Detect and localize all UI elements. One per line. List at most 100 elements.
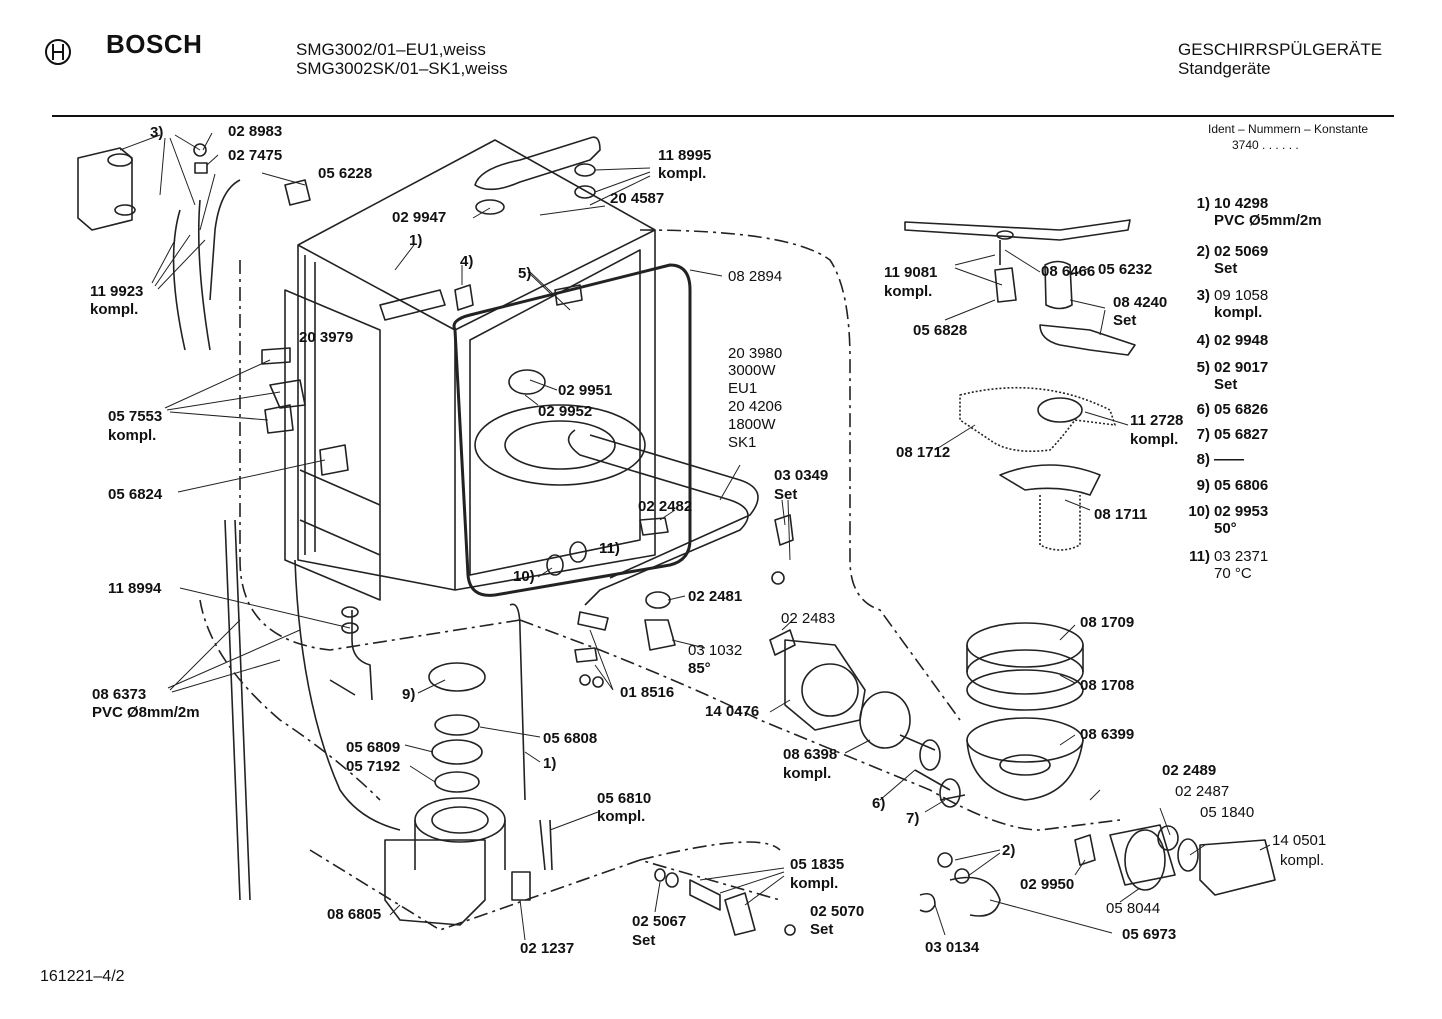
callout-118995: 11 8995	[658, 147, 712, 164]
callout-084240: 08 4240	[1113, 294, 1168, 311]
callout-056828: 05 6828	[913, 322, 968, 339]
callout-118995-kompl: kompl.	[658, 165, 707, 182]
callout-081708: 08 1708	[1080, 677, 1135, 694]
legend-sub: PVC Ø5mm/2m	[1214, 212, 1322, 229]
callout-10: 10)	[513, 568, 535, 585]
category-subtitle: Standgeräte	[1178, 59, 1271, 78]
callout-119923-kompl: kompl.	[90, 301, 139, 318]
callout-025067: 02 5067	[632, 913, 687, 930]
callout-028983: 02 8983	[228, 123, 283, 140]
callout-057192: 05 7192	[346, 758, 401, 775]
callout-018516: 01 8516	[620, 684, 675, 701]
legend-key: 1)	[1196, 195, 1210, 212]
legend-key: 5)	[1196, 359, 1210, 376]
callout-022483: 02 2483	[781, 610, 836, 627]
legend-key: 4)	[1196, 332, 1210, 349]
callout-056232: 05 6232	[1098, 261, 1153, 278]
bosch-logo-icon	[45, 39, 71, 65]
callout-029952: 02 9952	[538, 403, 593, 420]
model-line-1: SMG3002/01–EU1,weiss	[296, 40, 486, 59]
callout-4: 4)	[460, 253, 474, 270]
callout-022489: 02 2489	[1162, 762, 1217, 779]
callout-056810-kompl: kompl.	[597, 808, 646, 825]
legend-key: 6)	[1196, 401, 1210, 418]
callout-022487: 02 2487	[1175, 783, 1230, 800]
legend-value: 02 9953	[1214, 503, 1269, 520]
callout-112728-kompl: kompl.	[1130, 431, 1179, 448]
callout-7: 7)	[906, 810, 920, 827]
callout-6: 6)	[872, 795, 886, 812]
category-title: GESCHIRRSPÜLGERÄTE	[1178, 40, 1383, 59]
ident-title: Ident – Nummern – Konstante	[1208, 122, 1369, 136]
callout-030349: 03 0349	[774, 467, 829, 484]
callout-081711: 08 1711	[1094, 506, 1148, 523]
callout-3000w: 3000W	[728, 362, 776, 379]
legend-value: 02 9948	[1214, 332, 1269, 349]
callout-119923: 11 9923	[90, 283, 144, 300]
callout-056809: 05 6809	[346, 739, 401, 756]
callout-203979: 20 3979	[299, 329, 354, 346]
callout-086373: 08 6373	[92, 686, 147, 703]
header-divider	[52, 115, 1394, 117]
callout-203980: 20 3980	[728, 345, 783, 362]
callout-081712: 08 1712	[896, 444, 951, 461]
callout-057553: 05 7553	[108, 408, 163, 425]
callout-1800w: 1800W	[728, 416, 776, 433]
callout-030134: 03 0134	[925, 939, 980, 956]
legend-sub: Set	[1214, 376, 1238, 393]
legend-value: 03 2371	[1214, 548, 1269, 565]
legend-value: 02 9017	[1214, 359, 1269, 376]
callout-029950: 02 9950	[1020, 876, 1075, 893]
callout-1: 1)	[409, 232, 423, 249]
legend-sub: 70 °C	[1214, 565, 1252, 582]
callout-086398: 08 6398	[783, 746, 838, 763]
callout-140476: 14 0476	[705, 703, 760, 720]
legend-item-10: 10)02 9953 50°	[1115, 503, 1315, 537]
callout-056810: 05 6810	[597, 790, 652, 807]
brand-name: BOSCH	[106, 29, 203, 59]
callout-051835: 05 1835	[790, 856, 845, 873]
callout-086398-kompl: kompl.	[783, 765, 832, 782]
legend-sub: 50°	[1214, 520, 1237, 537]
callout-086805: 08 6805	[327, 906, 382, 923]
callout-081709: 08 1709	[1080, 614, 1135, 631]
legend-value: 05 6827	[1214, 426, 1269, 443]
legend-item-8: 8)——	[1115, 451, 1315, 468]
callout-029947: 02 9947	[392, 209, 447, 226]
callout-025070-set: Set	[810, 921, 834, 938]
callout-056973: 05 6973	[1122, 926, 1177, 943]
callout-086373-pvc: PVC Ø8mm/2m	[92, 704, 200, 721]
callout-3: 3)	[150, 124, 164, 141]
callout-031032: 03 1032	[688, 642, 743, 659]
legend-item-3: 3)09 1058 kompl.	[1115, 287, 1315, 321]
callout-9: 9)	[402, 686, 416, 703]
legend-value: 10 4298	[1214, 195, 1269, 212]
model-line-2: SMG3002SK/01–SK1,weiss	[296, 59, 508, 78]
callout-sk1: SK1	[728, 434, 757, 451]
legend-value: 05 6826	[1214, 401, 1269, 418]
callout-086399: 08 6399	[1080, 726, 1135, 743]
legend-key: 8)	[1196, 451, 1210, 468]
callout-056824: 05 6824	[108, 486, 163, 503]
callout-022481: 02 2481	[688, 588, 743, 605]
legend-item-7: 7)05 6827	[1115, 426, 1315, 443]
legend-key: 3)	[1196, 287, 1210, 304]
legend-value: 02 5069	[1214, 243, 1269, 260]
legend-item-9: 9)05 6806	[1115, 477, 1315, 494]
legend-key: 9)	[1196, 477, 1210, 494]
legend-item-11: 11)03 2371 70 °C	[1115, 548, 1315, 582]
callout-85deg: 85°	[688, 660, 711, 677]
legend-key: 2)	[1196, 243, 1210, 260]
callout-021237: 02 1237	[520, 940, 575, 957]
legend-sub: kompl.	[1214, 304, 1263, 321]
callout-058044: 05 8044	[1106, 900, 1161, 917]
legend-value: 09 1058	[1214, 287, 1269, 304]
callout-2: 2)	[1002, 842, 1016, 859]
callout-027475: 02 7475	[228, 147, 283, 164]
callout-051835-kompl: kompl.	[790, 875, 839, 892]
legend-item-4: 4)02 9948	[1115, 332, 1315, 349]
callout-086466: 08 6466	[1041, 263, 1096, 280]
legend-value: 05 6806	[1214, 477, 1269, 494]
ident-value: 3740 . . . . . .	[1232, 138, 1299, 152]
legend-item-5: 5)02 9017 Set	[1115, 359, 1315, 393]
